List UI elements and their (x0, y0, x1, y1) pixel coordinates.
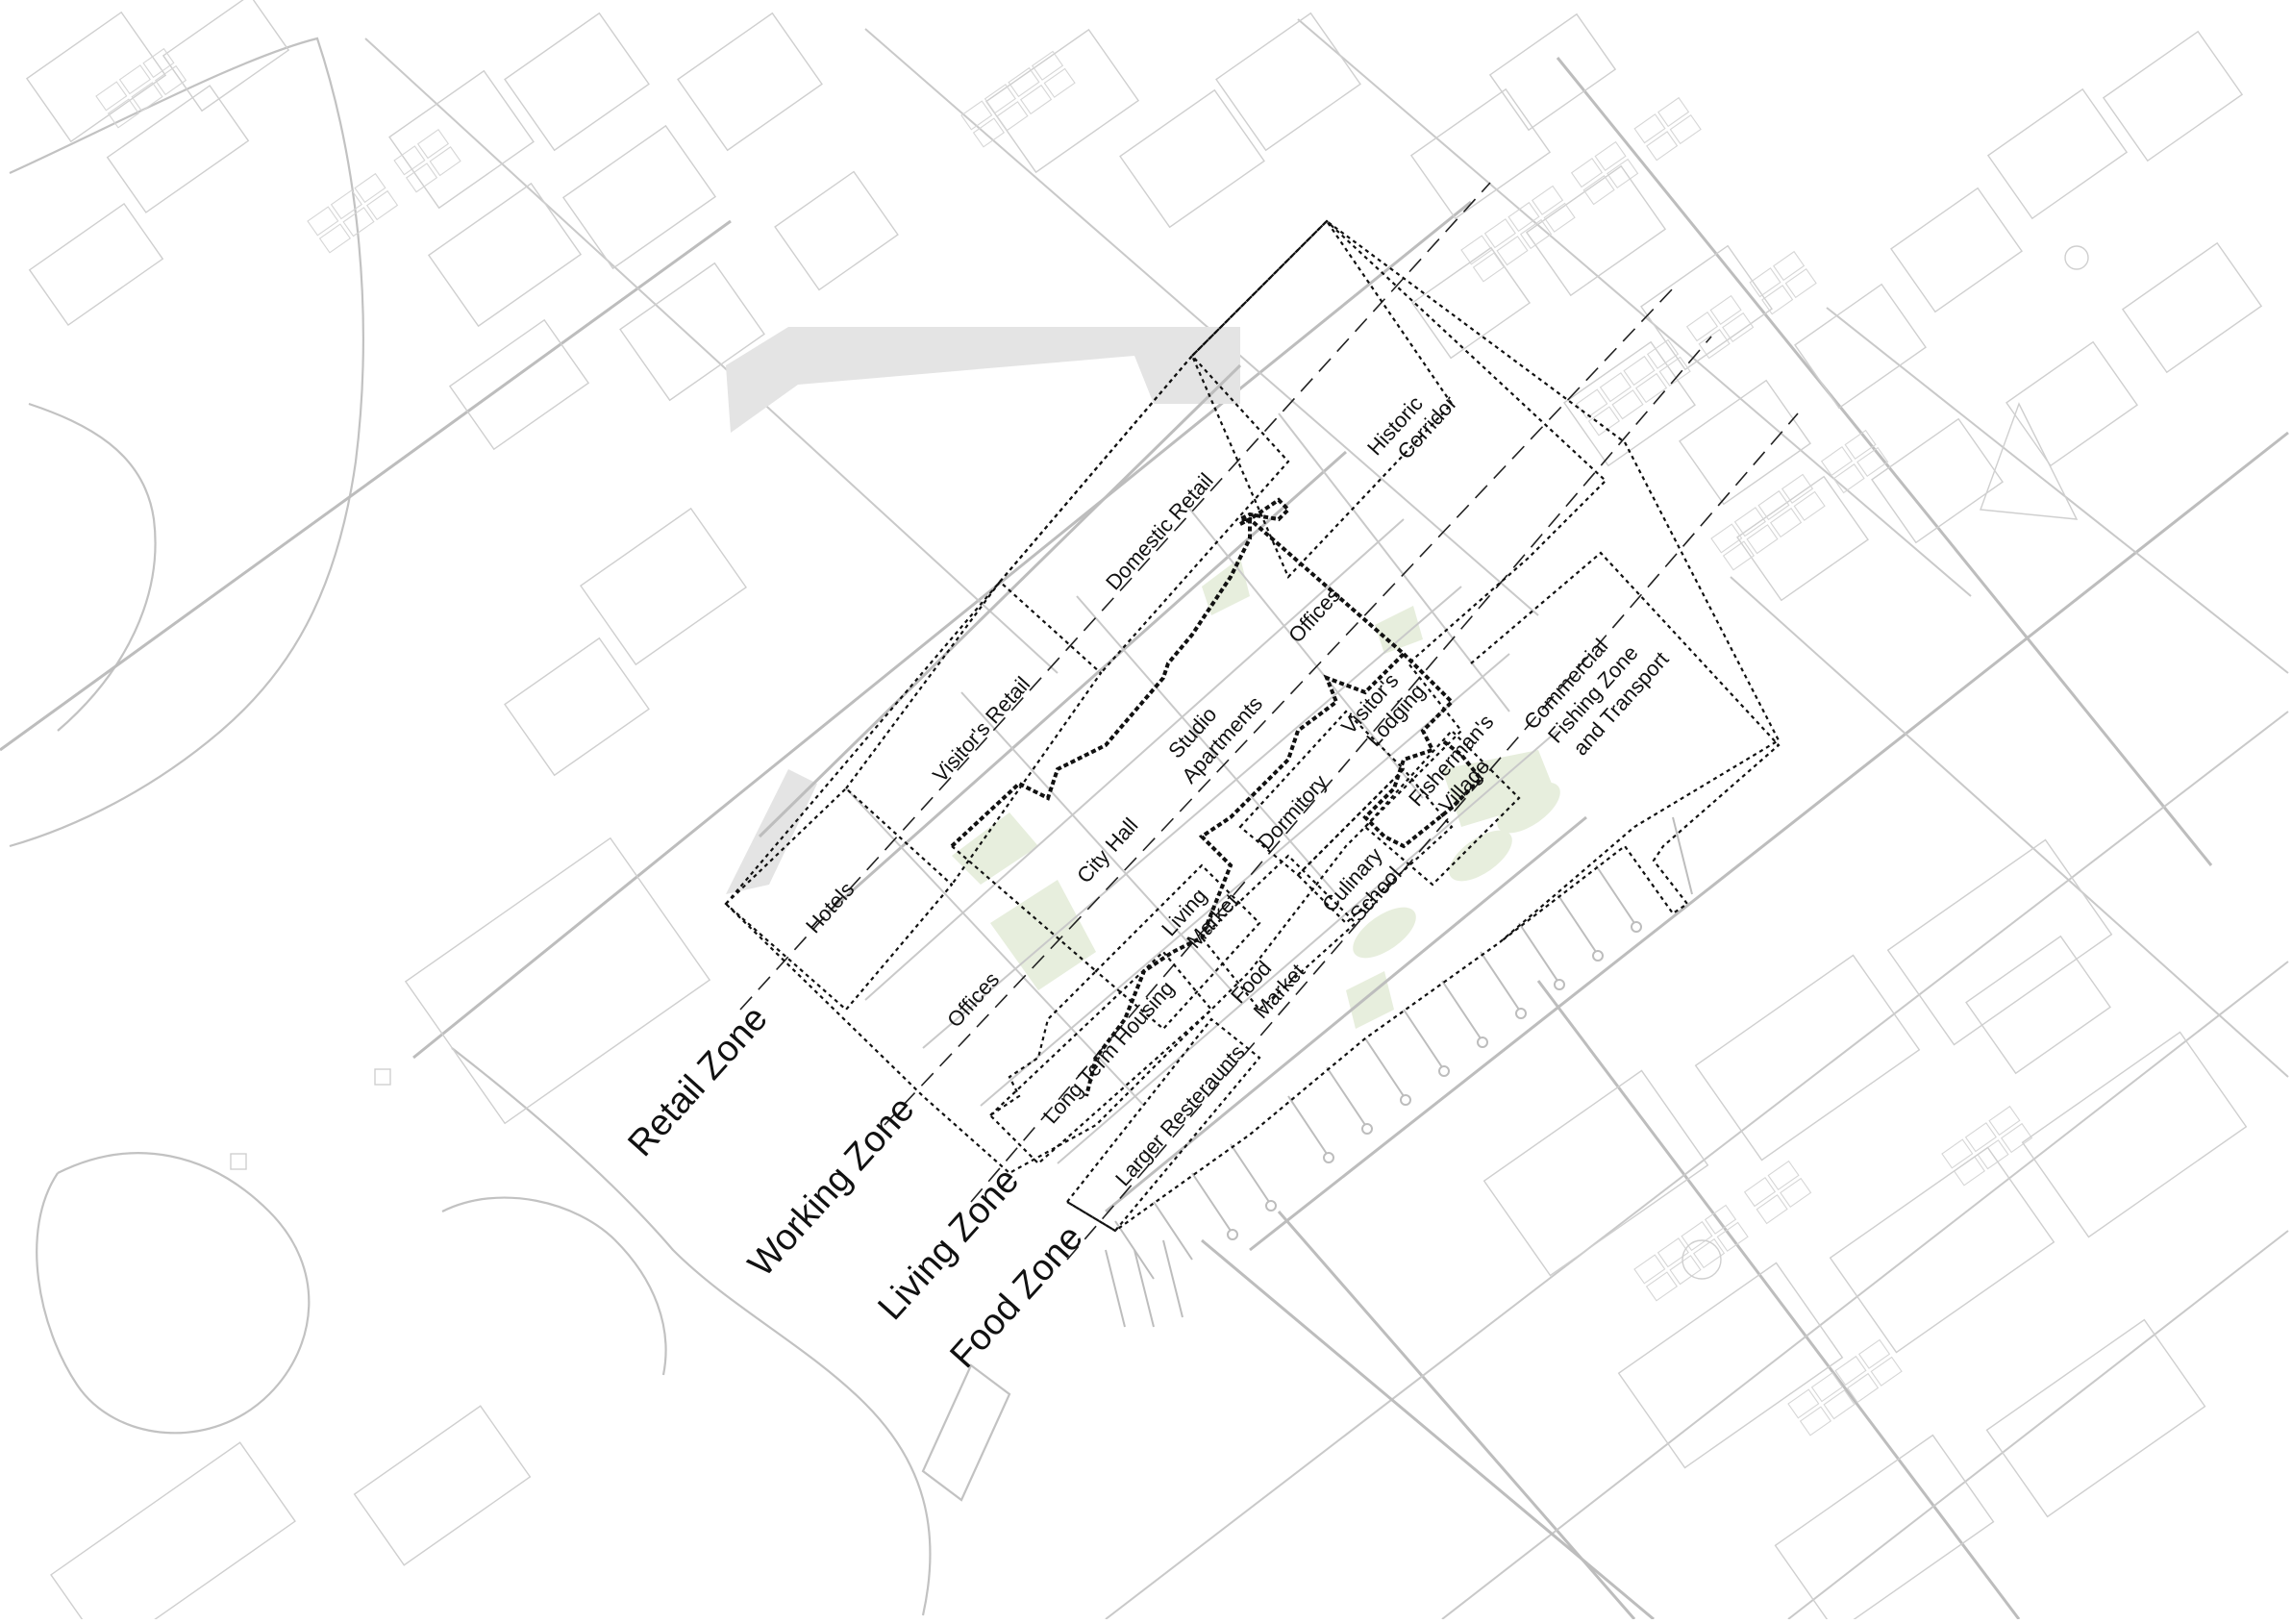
roundabout (2064, 245, 2089, 270)
food-market-boundary (1200, 854, 1358, 1012)
green-park-1 (952, 812, 1038, 885)
green-park-4 (1375, 606, 1423, 654)
road-diagonal-3 (1249, 431, 2289, 1252)
road-diagonal-2 (412, 200, 1472, 1060)
plaza-circle (1682, 1239, 1722, 1280)
green-plaza-1 (1353, 907, 1416, 959)
road-cross-3 (1556, 57, 2213, 866)
food-zone-axis (1066, 412, 1799, 1261)
marsh-edge (441, 1196, 667, 1376)
breakwater (921, 1363, 1011, 1502)
label-larger-restaurants: Larger Resteraunts (1110, 1040, 1250, 1191)
zone-labels: Retail Zone Working Zone Living Zone Foo… (620, 999, 1090, 1377)
harbor-piers (1105, 816, 1693, 1328)
road-south-2 (1441, 961, 2289, 1620)
label-offices-upper: Offices (1283, 583, 1345, 647)
label-long-term-housing: Long Term Housing (1038, 976, 1179, 1128)
road-cross-2 (1536, 980, 2021, 1620)
working-zone-axis (884, 287, 1674, 1126)
west-features (50, 837, 711, 1624)
working-zone-edge (951, 845, 1098, 1116)
visitors-retail-split (845, 580, 1103, 886)
road-diagonal-1 (0, 219, 732, 752)
svg-text:Visitor's Retail: Visitor's Retail (928, 672, 1034, 787)
fishermans-village-boundary (1363, 729, 1521, 887)
svg-text:Larger Resteraunts: Larger Resteraunts (1110, 1040, 1250, 1191)
green-plaza-3 (1497, 782, 1560, 834)
road-north-2 (864, 28, 1539, 616)
label-food-market: Food Market (1226, 956, 1309, 1023)
district-boundaries (724, 219, 1781, 1233)
historic-corridor-boundary (1190, 219, 1454, 579)
culinary-school-boundary (1296, 767, 1454, 925)
label-visitors-retail: Visitor's Retail (928, 672, 1034, 787)
svg-text:City Hall: City Hall (1072, 813, 1142, 888)
svg-text:Long Term Housing: Long Term Housing (1038, 976, 1179, 1128)
green-park-2 (990, 880, 1096, 990)
zone-label-working: Working Zone (740, 1089, 922, 1285)
waterfront-building-mass (726, 327, 1240, 433)
lagoon-edge (36, 1152, 311, 1435)
city-blocks-northeast (1409, 12, 2263, 602)
label-historic-corridor: Historic Corridor (1362, 391, 1461, 464)
label-commercial-fishing: Commercial Fishing Zone and Transport (1519, 634, 1673, 760)
road-north-1 (364, 37, 1059, 674)
road-cross-1 (1277, 1211, 1636, 1620)
building-footprints (95, 47, 2033, 1437)
domestic-retail-split (999, 354, 1290, 674)
coastline-inner (28, 402, 157, 732)
triangle-block (1980, 402, 2079, 520)
commercial-fishing-boundary (1470, 551, 1781, 943)
site-shading (726, 327, 1560, 1029)
label-offices-lower: Offices (942, 967, 1004, 1032)
label-visitors-lodging: Visitor's Lodging (1336, 668, 1430, 751)
svg-text:Hotels: Hotels (801, 877, 859, 937)
svg-text:Offices: Offices (942, 967, 1004, 1032)
outer-site-boundary (1066, 219, 1781, 1233)
shoreline-south (451, 1047, 932, 1616)
city-blocks-southeast (1482, 838, 2248, 1624)
road-south-3 (1787, 1230, 2289, 1620)
food-zone-boundary (1362, 652, 1483, 849)
road-east-1 (1730, 576, 2289, 1078)
zone-label-retail: Retail Zone (620, 999, 775, 1165)
label-living-market: Living Market (1157, 884, 1243, 953)
road-south-1 (1105, 711, 2289, 1620)
parking-mass (726, 769, 817, 894)
road-east-2 (1826, 307, 2289, 674)
svg-text:Offices: Offices (1283, 583, 1345, 647)
label-hotels: Hotels (801, 877, 859, 937)
living-market-boundary (1094, 863, 1261, 1031)
green-plaza-2 (1449, 830, 1512, 882)
larger-restaurants-boundary (1065, 1017, 1261, 1233)
retail-zone-axis (739, 182, 1491, 1011)
road-north-3 (1297, 18, 1972, 597)
hotels-boundary (724, 787, 954, 1012)
working-zone-boundary (950, 497, 1291, 848)
label-city-hall: City Hall (1072, 813, 1142, 888)
coastline (9, 37, 364, 848)
